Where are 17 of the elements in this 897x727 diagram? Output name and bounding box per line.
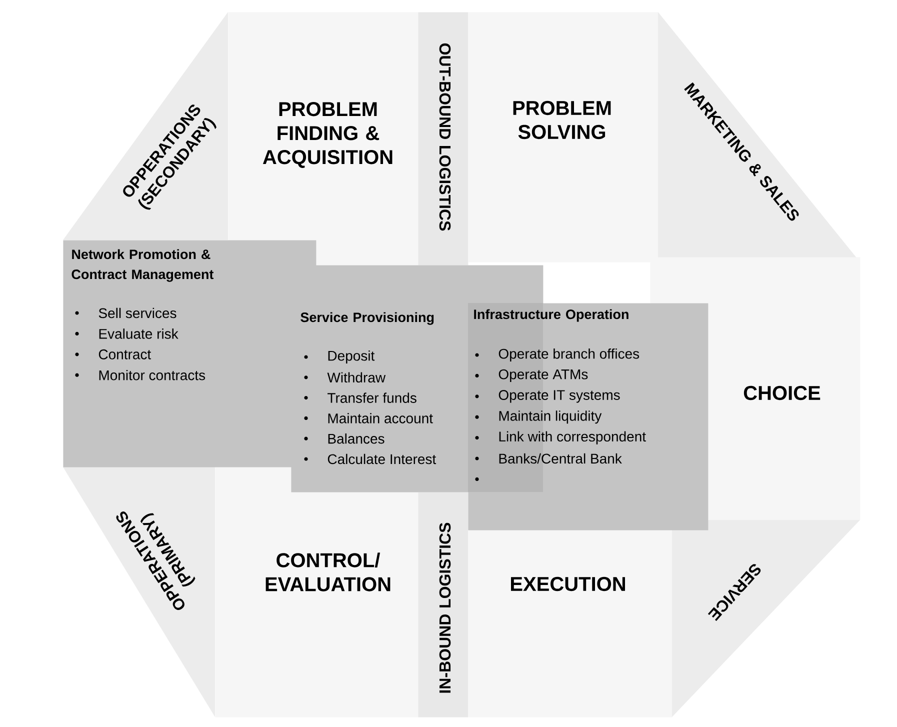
node-label: Monitor contracts: [99, 370, 206, 380]
node-label: Sell services: [98, 308, 176, 318]
node-label: Deposit: [328, 350, 375, 364]
quadrant-panel: PROBLEM SOLVING: [468, 12, 658, 262]
vertical-band: IN-BOUND LOGISTICS: [418, 492, 468, 718]
node-label: Transfer funds: [328, 392, 416, 403]
node-label: Evaluate risk: [99, 328, 178, 339]
node-label: Contract: [98, 349, 152, 360]
node-label: Calculate Interest: [328, 454, 436, 464]
node-label: Network Promotion & Contract Management: [72, 249, 214, 282]
node-label: Maintain account: [328, 413, 433, 424]
quadrant-panel: PROBLEM FINDING & ACQUISITION: [228, 12, 418, 266]
node-label: Withdraw: [327, 372, 386, 383]
vertical-band: OUT-BOUND LOGISTICS: [418, 12, 468, 266]
node-label: Balances: [328, 433, 384, 444]
list-box: Infrastructure Operation Operate branch offices Operate ATMs Operate IT systems Maintain liquidity Link with correspondent Banks/Central Bank: [468, 303, 708, 530]
quadrant-panel: CONTROL/ EVALUATION: [215, 467, 418, 718]
